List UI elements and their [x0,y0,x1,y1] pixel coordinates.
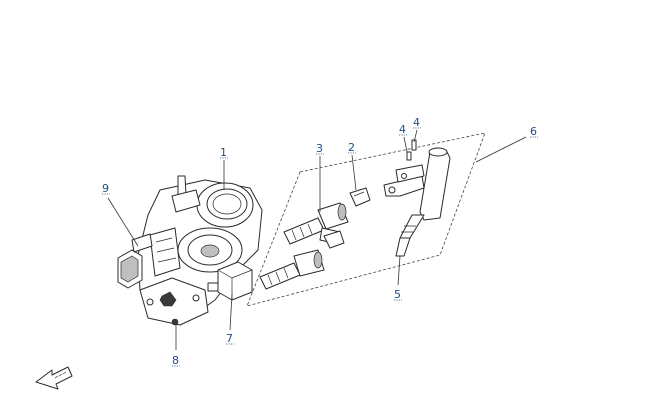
callout-4b: 4 [413,116,420,129]
callout-leaders [107,129,527,350]
callout-1: 1 [220,146,227,159]
fwd-arrow-icon [35,366,73,390]
callout-9: 9 [102,182,109,195]
injector-lower [259,249,325,290]
map-sensor [117,233,153,289]
callout-4a: 4 [399,123,406,136]
callout-labels: 1 2 3 4 4 5 6 7 8 9 [102,116,538,367]
callout-3: 3 [316,142,323,155]
assembly-frame [246,132,486,307]
callout-8: 8 [172,354,179,367]
callout-7: 7 [226,332,233,345]
injector-clips [323,187,371,249]
fuel-rail [383,139,451,257]
idle-air-control [207,261,253,301]
callout-2: 2 [348,141,355,154]
callout-6: 6 [530,125,537,138]
throttle-position-sensor [139,277,209,326]
callout-5: 5 [394,288,401,301]
